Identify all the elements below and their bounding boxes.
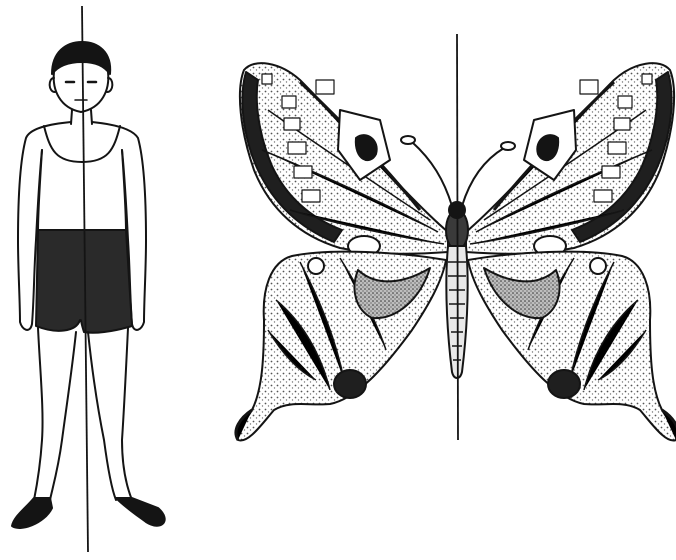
singlet — [44, 126, 120, 162]
hair — [52, 42, 110, 74]
right-foot — [116, 498, 165, 526]
right-antenna — [462, 148, 504, 206]
butterfly-symmetry-axis — [457, 34, 458, 440]
right-leg — [88, 328, 132, 500]
head — [54, 72, 109, 112]
butterfly — [236, 63, 676, 440]
left-foot — [12, 498, 52, 528]
left-antenna — [412, 142, 452, 206]
human-figure — [12, 42, 165, 528]
left-leg — [34, 328, 76, 500]
